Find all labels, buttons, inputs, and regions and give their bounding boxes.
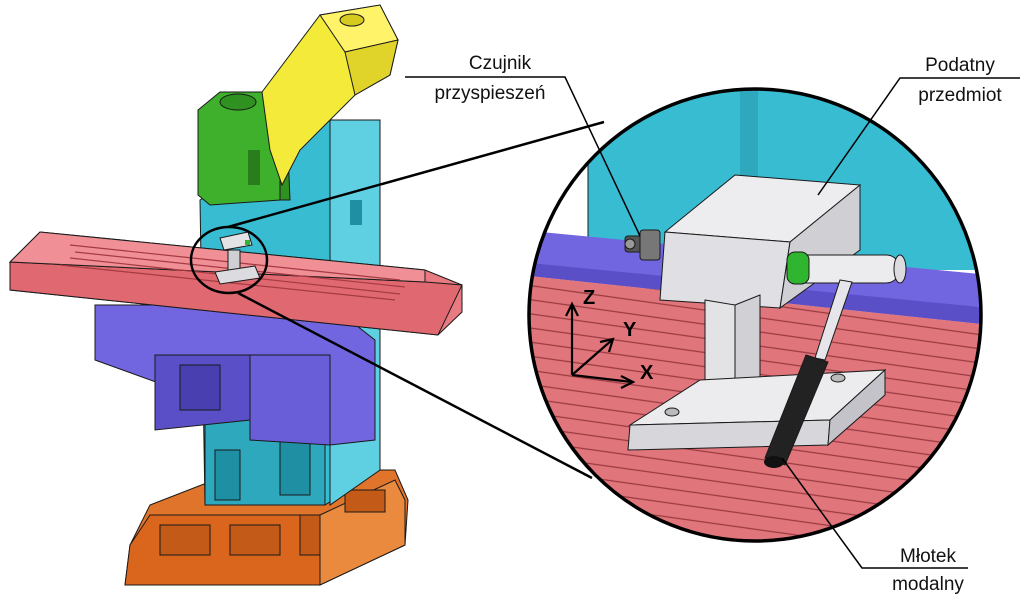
modal-hammer (764, 251, 907, 468)
workpiece-label-line2: przedmiot (918, 85, 1002, 106)
accelerometer (624, 229, 661, 261)
spindle-motor (261, 4, 399, 187)
axis-y-label: Y (623, 319, 637, 341)
callout-hammer: Młotek modalny (781, 457, 968, 595)
compliant-workpiece (627, 174, 887, 451)
callout-sensor: Czujnik przyspieszeń (405, 48, 641, 237)
axes-triad (565, 301, 636, 389)
callout-workpiece: Podatny przedmiot (817, 55, 1020, 196)
machine-table (8, 231, 463, 336)
zoom-detail: Z Y X (527, 87, 983, 543)
workpiece-label-line1: Podatny (925, 55, 995, 76)
machine-saddle (94, 304, 376, 446)
sensor-label-line1: Czujnik (469, 53, 532, 74)
milling-machine (8, 4, 463, 586)
zoom-connector-top (227, 120, 605, 229)
zoom-circle-border (527, 87, 983, 543)
axis-z-label: Z (583, 287, 595, 309)
hammer-label-line1: Młotek (900, 546, 956, 567)
sensor-label-line2: przyspieszeń (435, 83, 546, 104)
axis-x-label: X (640, 362, 654, 384)
hammer-label-line2: modalny (892, 574, 964, 595)
zoom-connector-bottom (237, 291, 593, 480)
small-workpiece (214, 231, 261, 285)
